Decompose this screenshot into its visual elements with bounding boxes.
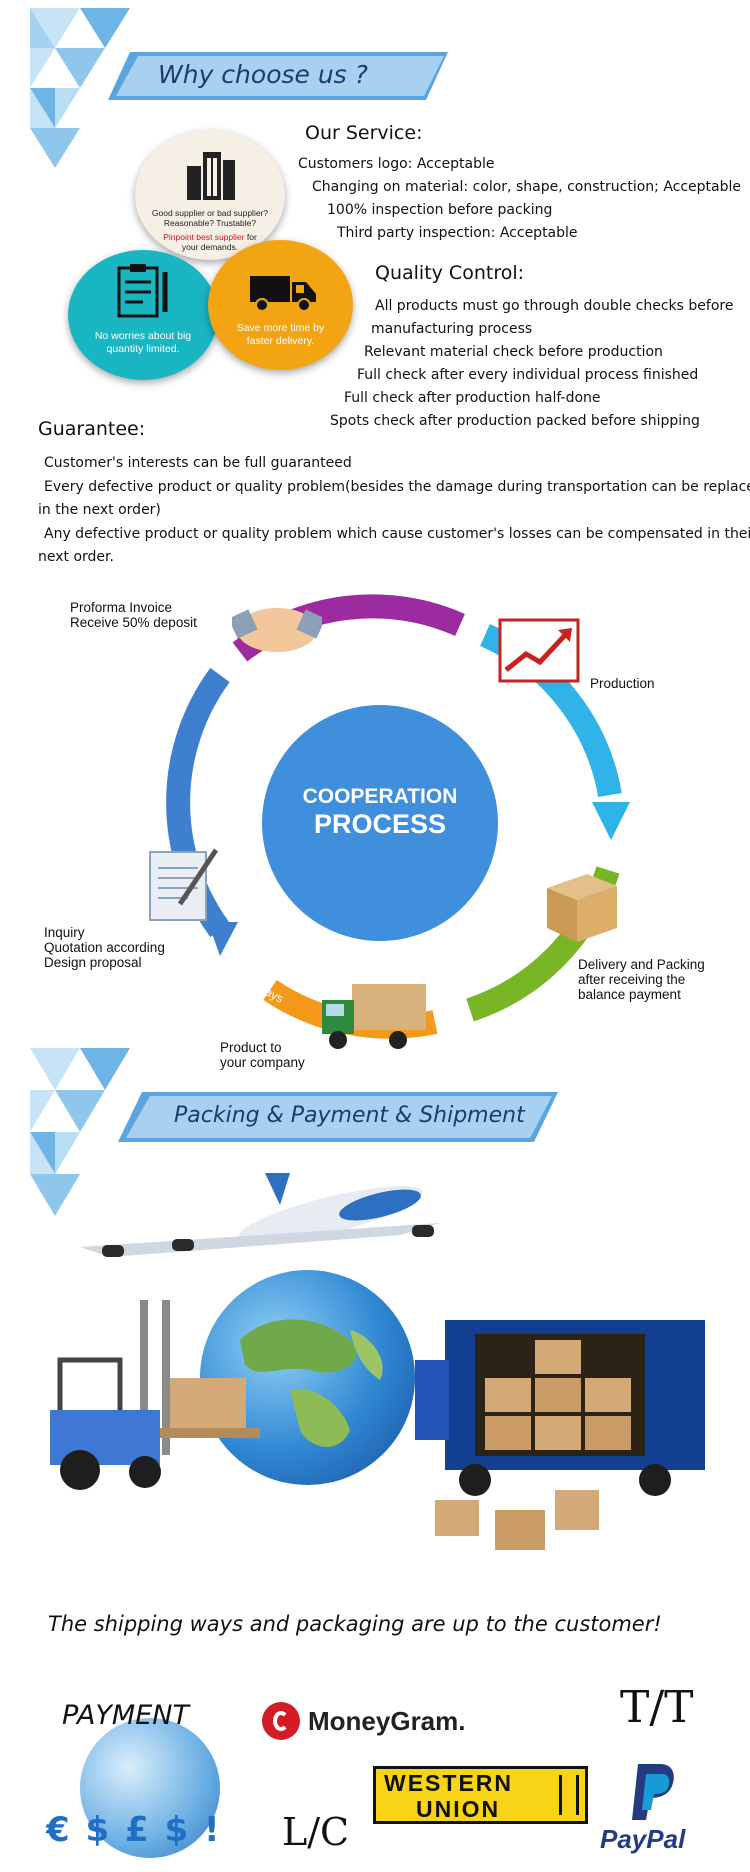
western-union-line2: UNION (416, 1796, 501, 1822)
airplane-image (80, 1165, 450, 1275)
supplier-question-1: Good supplier or bad supplier? (151, 208, 269, 218)
payment-symbols: € $ £ $ ! (46, 1810, 222, 1850)
cooperation-title-line1: COOPERATION (302, 785, 458, 808)
worries-text: No worries about big quantity limited. (94, 330, 192, 355)
supplier-red-text: Pinpoint best supplier (163, 232, 245, 242)
paypal-icon (628, 1762, 678, 1827)
supplier-demands: your demands. (181, 242, 239, 252)
triangle-cluster-middle (30, 1048, 140, 1228)
box-icon (537, 870, 622, 950)
guarantee-line: next order. (38, 549, 114, 565)
moneygram-icon (262, 1702, 300, 1740)
supplier-question-2: Reasonable? Trustable? (163, 218, 257, 228)
truck-icon (248, 272, 318, 317)
step-inquiry-label: Inquiry Quotation according Design propo… (44, 925, 165, 970)
step-product-line: Product to (220, 1040, 282, 1055)
step-inquiry-line: Design proposal (44, 955, 142, 970)
step-delivery-line: after receiving the (578, 972, 686, 987)
cooperation-title-line2: PROCESS (313, 809, 447, 839)
service-line: 100% inspection before packing (327, 202, 553, 218)
supplier-bubble: Good supplier or bad supplier? Reasonabl… (135, 130, 285, 260)
triangle-cluster-top (30, 8, 140, 168)
globe-image (200, 1270, 415, 1485)
paypal-logo: PayPal (598, 1762, 708, 1862)
banner-why-choose-us: Why choose us ? (108, 52, 448, 100)
step-inquiry-line: Inquiry (44, 925, 85, 940)
step-product-label: Product to your company (220, 1040, 305, 1070)
lc-logo: L/C (282, 1810, 350, 1854)
step-proforma-line: Receive 50% deposit (70, 615, 197, 630)
forklift-image (40, 1300, 260, 1505)
step-delivery-line: balance payment (578, 987, 681, 1002)
step-inquiry-line: Quotation according (44, 940, 165, 955)
step-proforma-label: Proforma Invoice Receive 50% deposit (70, 600, 197, 630)
guarantee-line: Customer's interests can be full guarant… (44, 455, 352, 471)
container-truck-image (415, 1320, 735, 1565)
quality-line: Spots check after production packed befo… (330, 413, 700, 429)
delivery-bubble: Save more time by faster delivery. (208, 240, 353, 370)
building-icon (183, 146, 239, 207)
banner-title: Packing & Payment & Shipment (174, 1103, 525, 1128)
step-proforma-line: Proforma Invoice (70, 600, 173, 615)
cooperation-title: COOPERATION PROCESS (280, 785, 480, 840)
step-delivery-label: Delivery and Packing after receiving the… (578, 957, 705, 1002)
quality-line: Full check after every individual proces… (357, 367, 699, 383)
delivery-text: Save more time by faster delivery. (236, 322, 325, 347)
service-heading: Our Service: (305, 122, 423, 144)
western-union-logo: WESTERN UNION (373, 1766, 588, 1824)
banner-title: Why choose us ? (158, 60, 368, 89)
payment-word: PAYMENT (62, 1700, 189, 1731)
service-line: Changing on material: color, shape, cons… (312, 179, 742, 195)
quality-heading: Quality Control: (375, 262, 525, 284)
paypal-text: PayPal (600, 1824, 686, 1854)
step-product-line: your company (220, 1055, 305, 1070)
quality-line: All products must go through double chec… (375, 298, 734, 314)
guarantee-heading: Guarantee: (38, 418, 146, 440)
guarantee-line: Every defective product or quality probl… (44, 479, 750, 495)
quality-line: Full check after production half-done (344, 390, 601, 406)
quality-line: Relevant material check before productio… (364, 344, 663, 360)
shipping-caption: The shipping ways and packaging are up t… (48, 1612, 662, 1636)
western-union-line1: WESTERN (384, 1770, 513, 1796)
truck-process-icon (318, 980, 428, 1060)
step-delivery-line: Delivery and Packing (578, 957, 705, 972)
service-line: Customers logo: Acceptable (298, 156, 495, 172)
moneygram-logo: MoneyGram. (262, 1698, 502, 1746)
banner-packing-payment: Packing & Payment & Shipment (118, 1092, 558, 1142)
handshake-icon (228, 595, 326, 665)
guarantee-line: Any defective product or quality problem… (44, 526, 750, 542)
worries-bubble: No worries about big quantity limited. (68, 250, 218, 380)
chart-up-icon (498, 618, 580, 688)
quality-line: manufacturing process (371, 321, 533, 337)
step-production-label: Production (590, 676, 655, 691)
document-pen-icon (144, 846, 224, 931)
clipboard-icon (113, 262, 173, 327)
guarantee-line: in the next order) (38, 502, 161, 518)
moneygram-text: MoneyGram. (308, 1706, 466, 1736)
service-line: Third party inspection: Acceptable (337, 225, 578, 241)
supplier-for: for (246, 232, 257, 242)
payment-globe-icon: PAYMENT € $ £ $ ! (40, 1700, 240, 1865)
tt-logo: T/T (620, 1682, 694, 1733)
